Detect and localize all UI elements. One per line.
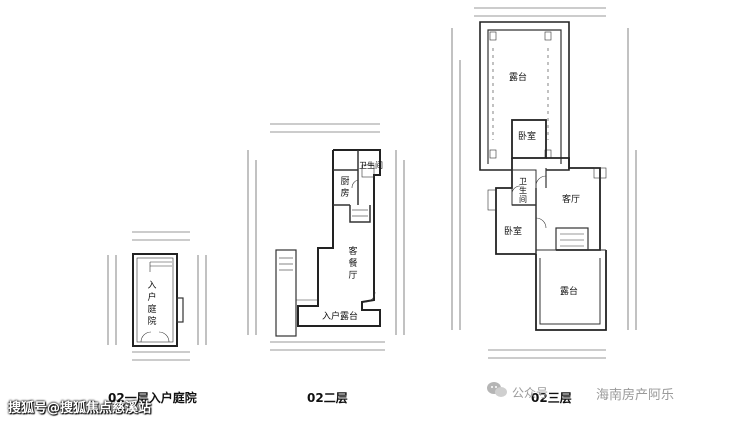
room-terrace-top-label: 露台 (509, 73, 528, 83)
room-terrace-bottom-label: 露台 (560, 287, 579, 297)
plan-second-floor (247, 123, 405, 351)
room-bathroom-label: 卫生间 (519, 177, 527, 204)
plan-third-floor (451, 7, 637, 359)
room-bedroom-left-label: 卧室 (504, 227, 523, 237)
caption-third-floor: 02三层 (531, 391, 572, 405)
watermark-brand: 海南房产阿乐 (596, 388, 675, 403)
room-bathroom-label: 卫生间 (359, 161, 383, 170)
watermark-sohu: 搜狐号@搜狐焦点慈溪站 (8, 401, 152, 416)
room-entry-courtyard-label: 入户庭院 (147, 281, 157, 327)
room-bedroom-top-label: 卧室 (518, 132, 537, 142)
room-living-dining-label: 客餐厅 (348, 247, 358, 281)
room-entry-terrace-label: 入户露台 (322, 312, 359, 322)
wechat-icon (487, 382, 507, 397)
caption-second-floor: 02二层 (307, 391, 348, 405)
caption-ground-floor: 02一层入户庭院 (108, 391, 197, 405)
plan-ground-floor (107, 231, 207, 361)
room-living-label: 客厅 (562, 195, 581, 205)
watermark-public-account: 公众号 (512, 386, 549, 400)
room-kitchen-label: 厨房 (340, 177, 350, 199)
